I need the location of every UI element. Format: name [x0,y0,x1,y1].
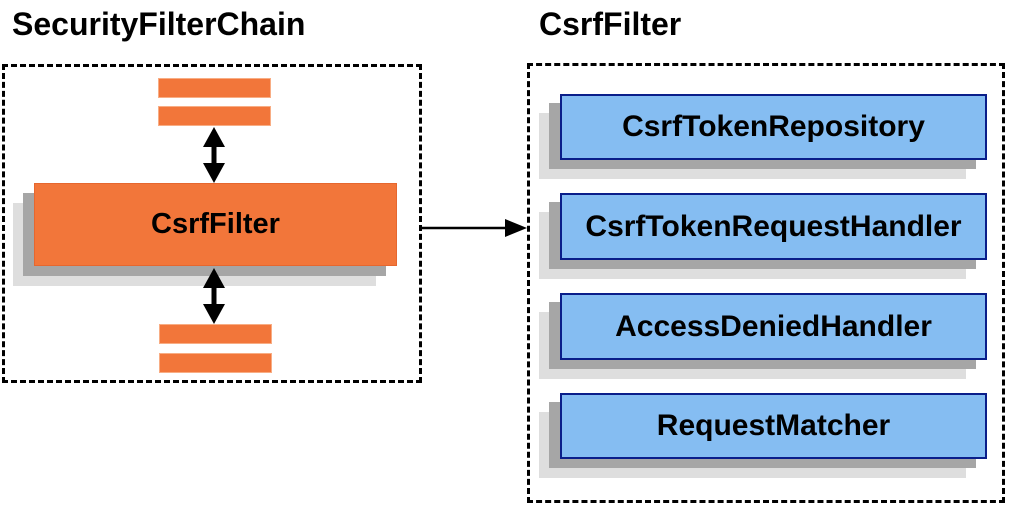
csrf-filter-box-label: CsrfFilter [151,208,280,240]
filter-bar [158,78,271,98]
request-matcher-box: RequestMatcher [560,393,987,459]
csrf-filter-boundary [527,63,1005,503]
flow-arrow-icon [421,219,527,237]
csrf-filter-box: CsrfFilter [34,183,397,266]
csrf-filter-title: CsrfFilter [539,6,682,42]
filter-bar [159,324,272,344]
filter-bar [158,106,271,126]
filter-bar [159,353,272,373]
bidirectional-arrow-icon [203,268,225,324]
csrf-token-request-handler-box: CsrfTokenRequestHandler [560,193,987,260]
bidirectional-arrow-icon [203,127,225,183]
access-denied-handler-box: AccessDeniedHandler [560,293,987,360]
csrf-token-repository-box: CsrfTokenRepository [560,94,987,160]
security-filter-chain-title: SecurityFilterChain [12,6,306,42]
security-filter-chain-boundary [2,64,422,383]
